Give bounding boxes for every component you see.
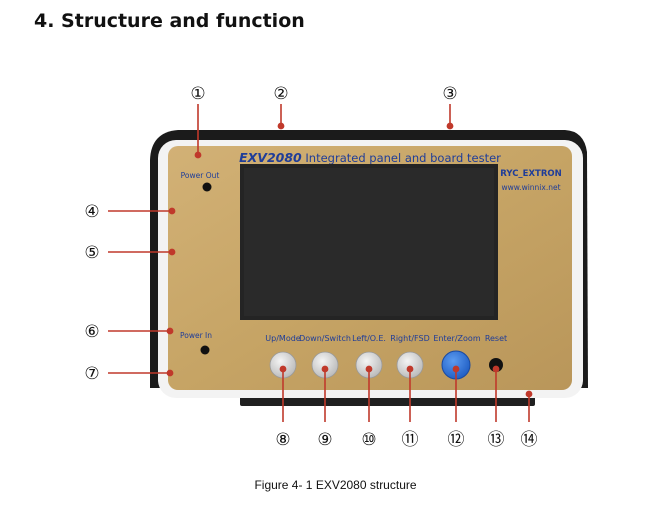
callout-10: ⑩ [361, 430, 376, 450]
button-label-left-oe: Left/O.E. [352, 334, 386, 343]
website-label: www.winnix.net [501, 183, 560, 192]
callout-11: ⑪ [402, 430, 419, 450]
callout-12: ⑫ [448, 430, 465, 450]
device-model: EXV2080 [239, 150, 302, 165]
callout-8: ⑧ [275, 430, 290, 450]
figure-caption: Figure 4- 1 EXV2080 structure [254, 478, 417, 492]
power-in-jack [200, 345, 210, 355]
callout-1: ① [190, 84, 205, 104]
callout-13: ⑬ [488, 430, 505, 450]
callout-14: ⑭ [521, 430, 538, 450]
callout-7: ⑦ [84, 364, 99, 384]
brand-label: RYC_EXTRON [500, 169, 561, 179]
callout-2: ② [273, 84, 288, 104]
button-label-enter-zoom: Enter/Zoom [433, 334, 480, 343]
callout-6: ⑥ [84, 322, 99, 342]
power-out-jack [202, 182, 212, 192]
button-label-up-mode: Up/Mode [265, 334, 301, 343]
callout-9: ⑨ [317, 430, 332, 450]
power-in-label: Power In [180, 331, 212, 340]
device-title: EXV2080 Integrated panel and board teste… [239, 150, 501, 165]
callout-4: ④ [84, 202, 99, 222]
callout-5: ⑤ [84, 243, 99, 263]
callout-3: ③ [442, 84, 457, 104]
section-heading: 4. Structure and function [34, 10, 305, 32]
button-label-right-fsd: Right/FSD [390, 334, 429, 343]
reset-button [489, 358, 503, 372]
device-description: Integrated panel and board tester [302, 151, 501, 165]
power-out-label: Power Out [181, 171, 220, 180]
button-label-reset: Reset [485, 334, 507, 343]
button-label-down-switch: Down/Switch [299, 334, 351, 343]
